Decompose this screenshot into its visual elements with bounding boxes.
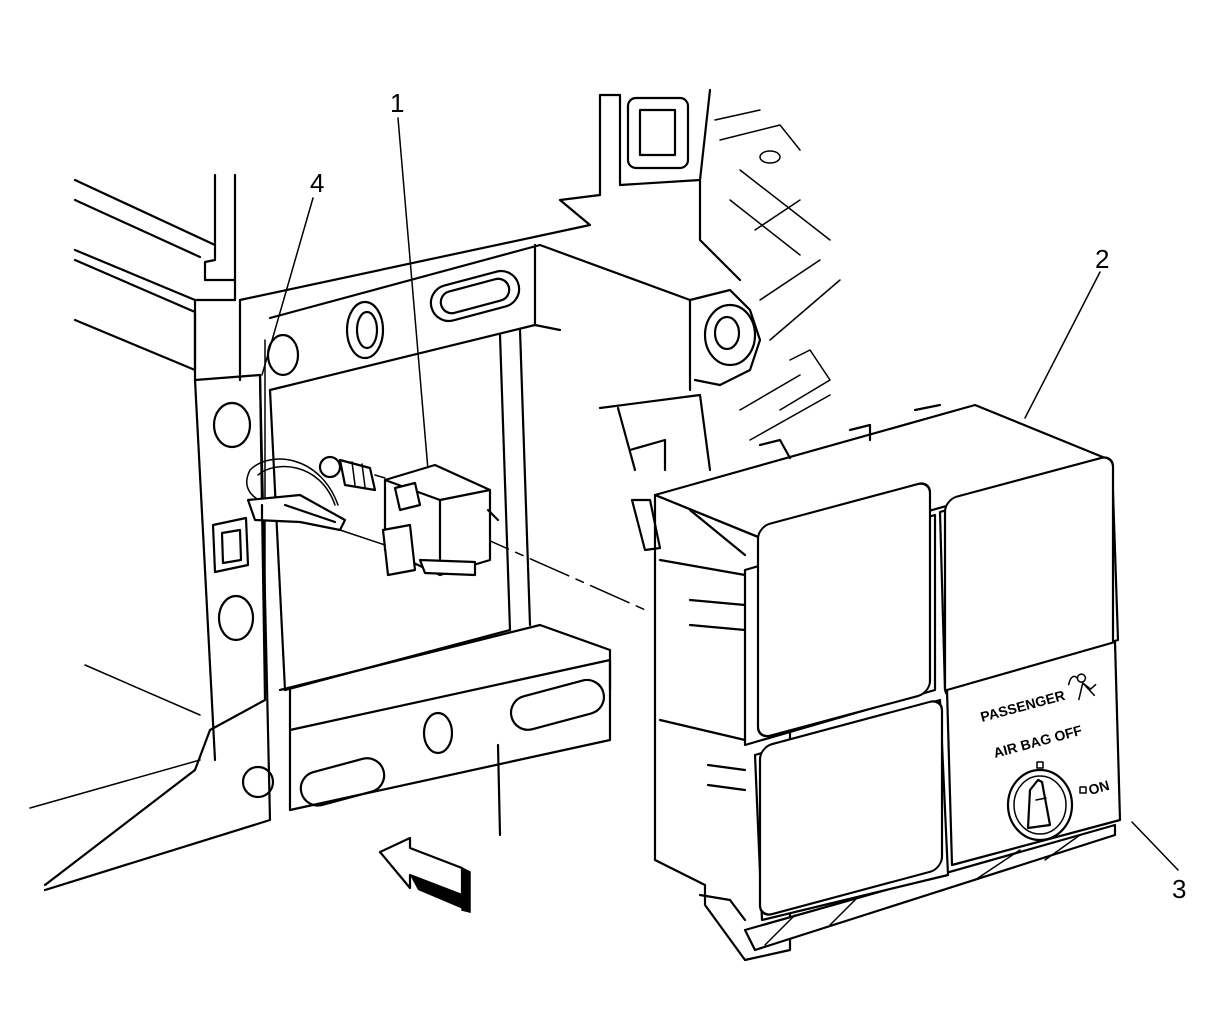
callout-3: 3: [1172, 874, 1186, 904]
direction-arrow-icon: [378, 836, 471, 913]
switch-bezel-assembly: [630, 403, 1122, 962]
on-label: ON: [1087, 777, 1111, 798]
callout-2: 2: [1095, 244, 1109, 274]
dash-frame-upper-right: [598, 109, 841, 472]
dash-frame-left: [29, 173, 275, 892]
passenger-airbag-off-button: [945, 640, 1122, 867]
callout-4: 4: [310, 168, 324, 198]
leader-lines: [261, 117, 1179, 871]
on-indicator: [1079, 786, 1087, 794]
key-cylinder-icon[interactable]: [1006, 768, 1074, 842]
airbag-person-icon: [1067, 673, 1097, 701]
callout-1: 1: [390, 88, 404, 118]
off-indicator: [1036, 761, 1044, 769]
upper-bracket: [238, 88, 712, 392]
wiring-connector: [246, 455, 500, 577]
lower-bracket: [278, 623, 612, 837]
